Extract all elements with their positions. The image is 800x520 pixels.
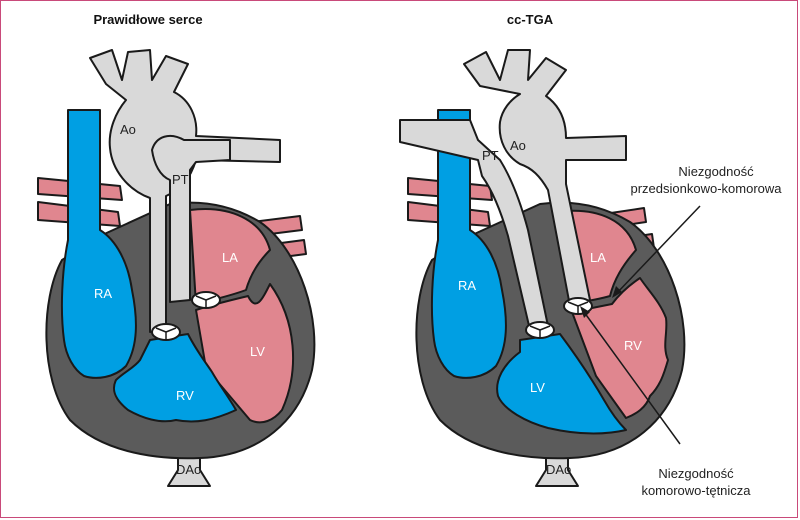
left-ventricle — [496, 333, 627, 435]
aortic-valve-leaflets — [567, 301, 589, 314]
av-discordance-arrow — [615, 205, 701, 295]
right-atrium — [60, 109, 137, 379]
label-right-atrium: RA — [458, 278, 476, 293]
label-aorta: Ao — [120, 122, 136, 137]
label-aorta: Ao — [510, 138, 526, 153]
label-left-atrium: LA — [222, 250, 238, 265]
title-normal-heart: Prawidłowe serce — [93, 12, 202, 27]
aortic-valve-leaflets — [195, 295, 217, 308]
annotation-va-line1: Niezgodność — [658, 466, 734, 481]
cctga-heart: PT Ao RA LA LV RV DAo — [399, 49, 701, 487]
va-discordance-arrow — [583, 311, 681, 445]
label-right-atrium: RA — [94, 286, 112, 301]
label-left-atrium: LA — [590, 250, 606, 265]
pulmonary-trunk — [151, 134, 231, 303]
annotation-av-line2: przedsionkowo-komorowa — [630, 181, 782, 196]
label-descending-aorta: DAo — [176, 462, 201, 477]
label-descending-aorta: DAo — [546, 462, 571, 477]
label-pulmonary-trunk: PT — [172, 172, 189, 187]
av-discordance-arrowhead — [612, 286, 622, 298]
pulmonary-valve-leaflets — [529, 325, 551, 338]
right-ventricle — [112, 333, 237, 423]
right-ventricle — [571, 277, 669, 419]
label-right-ventricle: RV — [624, 338, 642, 353]
annotation-av-line1: Niezgodność — [678, 164, 754, 179]
label-left-ventricle: LV — [250, 344, 265, 359]
aorta — [463, 49, 627, 307]
left-ventricle — [195, 283, 295, 424]
label-left-ventricle: LV — [530, 380, 545, 395]
label-right-ventricle: RV — [176, 388, 194, 403]
va-discordance-arrowhead — [580, 306, 590, 318]
title-cctga: cc-TGA — [507, 12, 554, 27]
pulmonary-valve-leaflets — [155, 327, 177, 340]
annotation-va-line2: komorowo-tętnicza — [641, 483, 751, 498]
label-pulmonary-trunk: PT — [482, 148, 499, 163]
right-atrium — [430, 109, 507, 379]
normal-heart: Ao PT RA LA RV LV DAo — [37, 49, 316, 487]
